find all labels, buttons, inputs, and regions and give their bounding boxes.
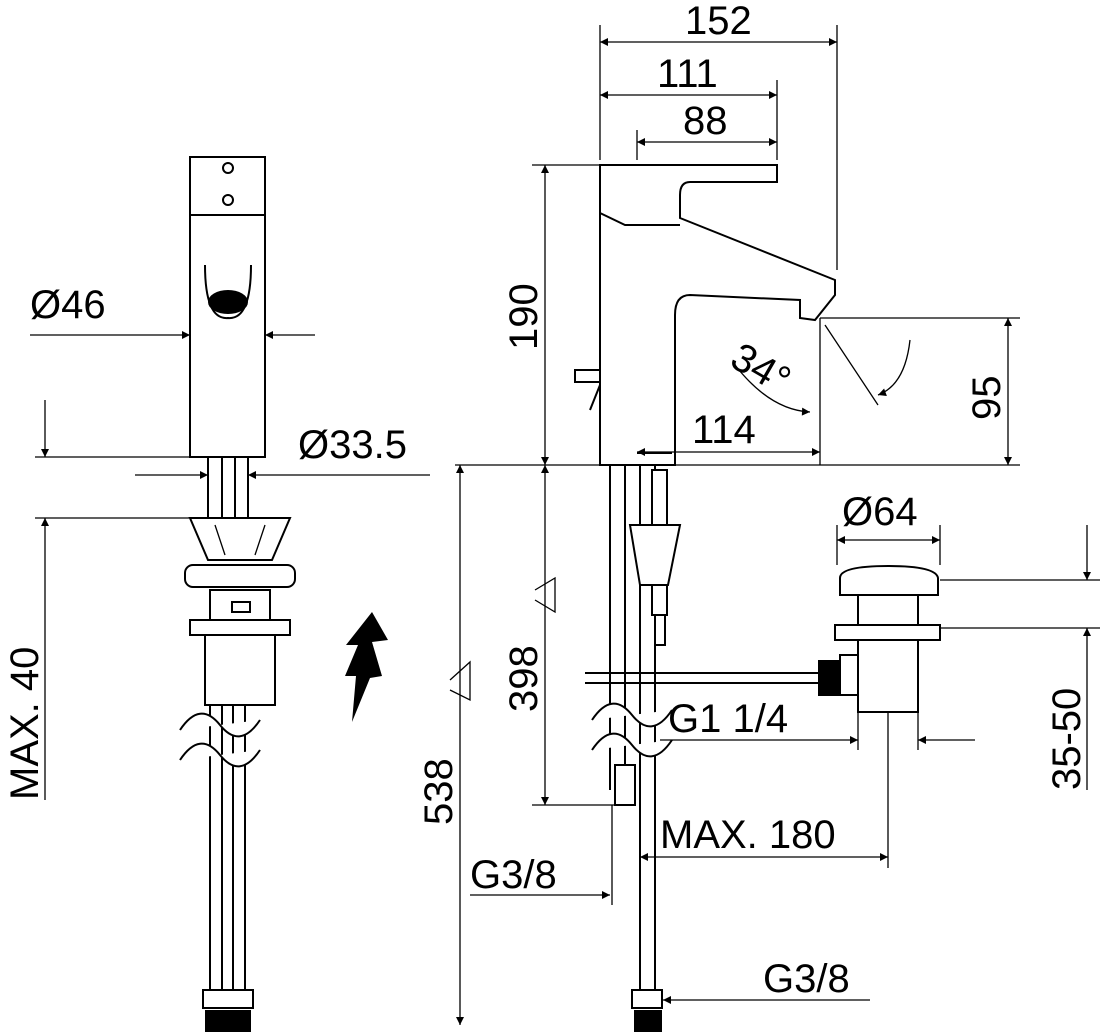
drain-plug bbox=[839, 564, 939, 596]
dim-diameter-46: Ø46 bbox=[30, 283, 106, 327]
dim-95: 95 bbox=[965, 376, 1009, 421]
dim-111: 111 bbox=[657, 52, 718, 96]
tap-body-front bbox=[599, 164, 836, 466]
lever-handle bbox=[204, 264, 252, 320]
rod-clamp bbox=[818, 660, 840, 696]
dim-88: 88 bbox=[683, 99, 728, 143]
side-view: Ø46 Ø33.5 MAX. 40 bbox=[3, 156, 430, 1032]
dim-114: 114 bbox=[692, 408, 756, 452]
front-view: 152 111 88 190 95 114 34° 538 398 G3/8 G… bbox=[417, 0, 1100, 1032]
dim-35-50: 35-50 bbox=[1045, 688, 1089, 790]
dim-diameter-64: Ø64 bbox=[842, 490, 918, 534]
mounting-nut bbox=[188, 517, 292, 561]
lightning-icon bbox=[345, 612, 388, 722]
break-line bbox=[179, 712, 261, 768]
dim-538: 538 bbox=[417, 758, 461, 825]
dim-g1-1-4: G1 1/4 bbox=[668, 697, 788, 741]
dim-g3-8-upper: G3/8 bbox=[470, 853, 557, 897]
dim-g3-8-lower: G3/8 bbox=[763, 957, 850, 1001]
dim-diameter-33-5: Ø33.5 bbox=[298, 423, 407, 467]
dim-angle-34: 34° bbox=[724, 335, 798, 403]
dim-max-40: MAX. 40 bbox=[3, 647, 47, 800]
dim-398: 398 bbox=[502, 645, 546, 712]
dim-max-180: MAX. 180 bbox=[660, 813, 836, 857]
dim-152: 152 bbox=[685, 0, 752, 43]
dim-190: 190 bbox=[502, 283, 546, 350]
